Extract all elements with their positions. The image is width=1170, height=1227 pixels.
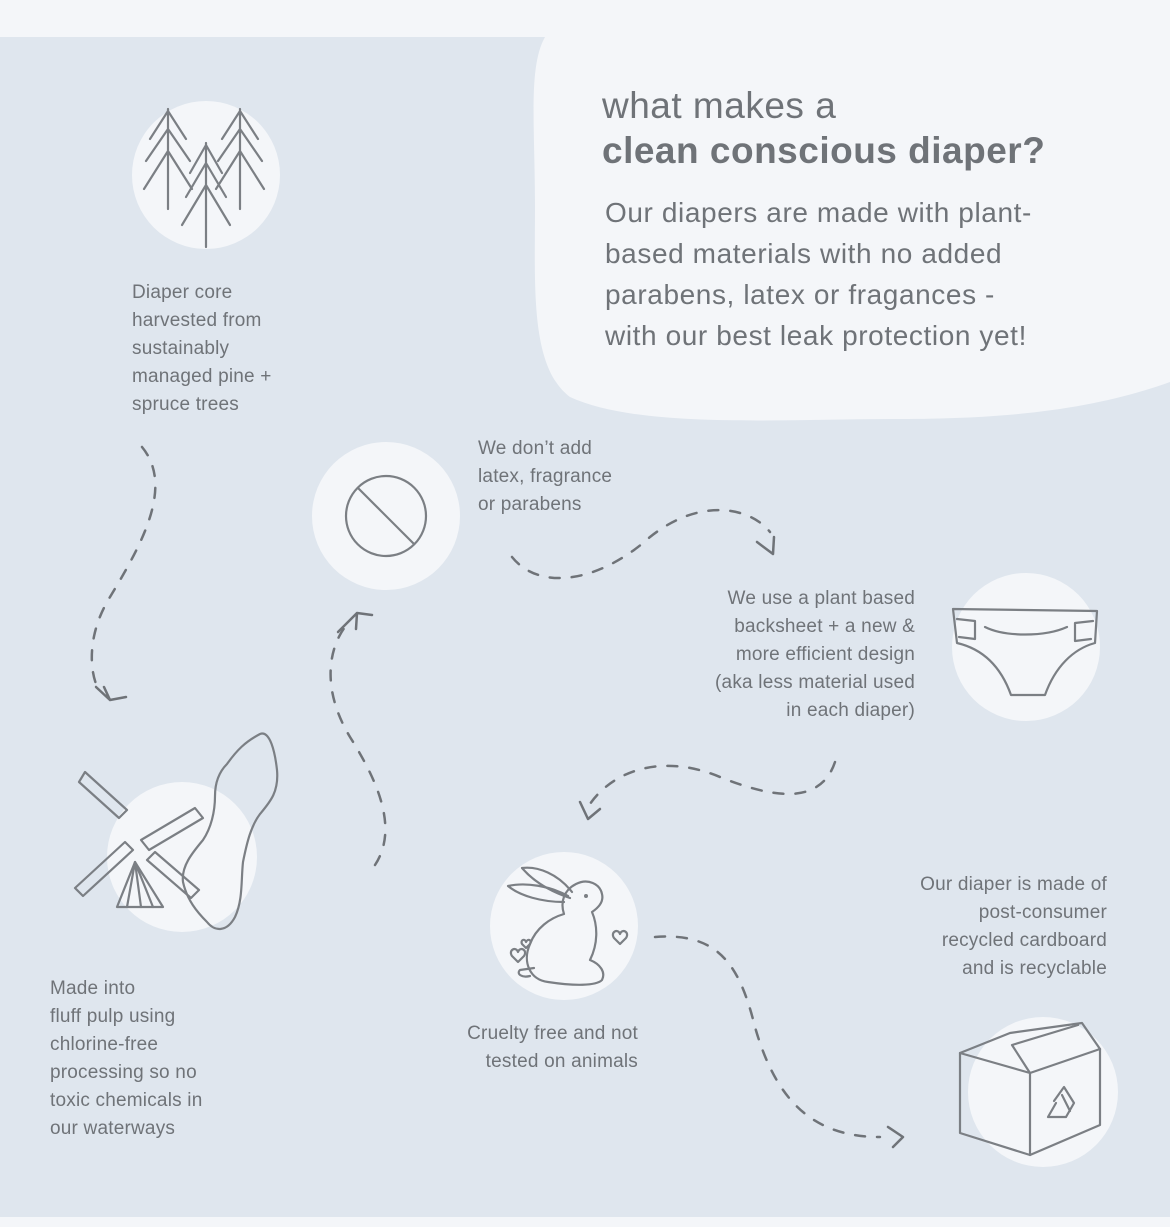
dashed-connectors (90, 445, 905, 1149)
no-symbol-icon (344, 474, 428, 558)
recycle-box-icon (958, 1021, 1102, 1157)
connector-arrow-5 (886, 1125, 905, 1149)
connector-arrow-1 (94, 685, 128, 702)
connector-arrow-4 (578, 800, 602, 821)
packaging-text: Our diaper is made of post-consumer recy… (920, 874, 1107, 979)
connector-bunny-to-box (653, 935, 882, 1139)
connector-arrow-3 (755, 535, 776, 556)
connector-arrow-2 (336, 611, 374, 634)
backsheet-text: We use a plant based backsheet + a new &… (715, 588, 915, 721)
connector-nosign-to-diaper (510, 508, 772, 580)
trees-text: Diaper core harvested from sustainably m… (132, 282, 272, 415)
box-circle (968, 1017, 1118, 1167)
pine-trees-icon (142, 107, 266, 249)
connector-trees-to-mill (90, 445, 157, 694)
bunny-circle (490, 852, 638, 1000)
heading-line1: what makes a (602, 85, 837, 126)
connector-diaper-to-bunny (586, 760, 837, 809)
cruelty-free-text: Cruelty free and not tested on animals (467, 1023, 638, 1072)
header-blob (533, 37, 1170, 421)
intro-text: Our diapers are made with plant- based m… (605, 197, 1032, 351)
diaper-icon (951, 607, 1099, 697)
heading-line2: clean conscious diaper? (602, 130, 1046, 171)
bunny-icon (506, 866, 629, 986)
windmill-map-icon (73, 732, 279, 930)
connector-mill-to-nosign (329, 625, 387, 867)
infographic-panel: what makes a clean conscious diaper? Our… (0, 37, 1170, 1217)
no-additives-text: We don’t add latex, fragrance or paraben… (478, 438, 613, 515)
diaper-circle (952, 573, 1100, 721)
fluff-pulp-text: Made into fluff pulp using chlorine-free… (50, 978, 203, 1139)
